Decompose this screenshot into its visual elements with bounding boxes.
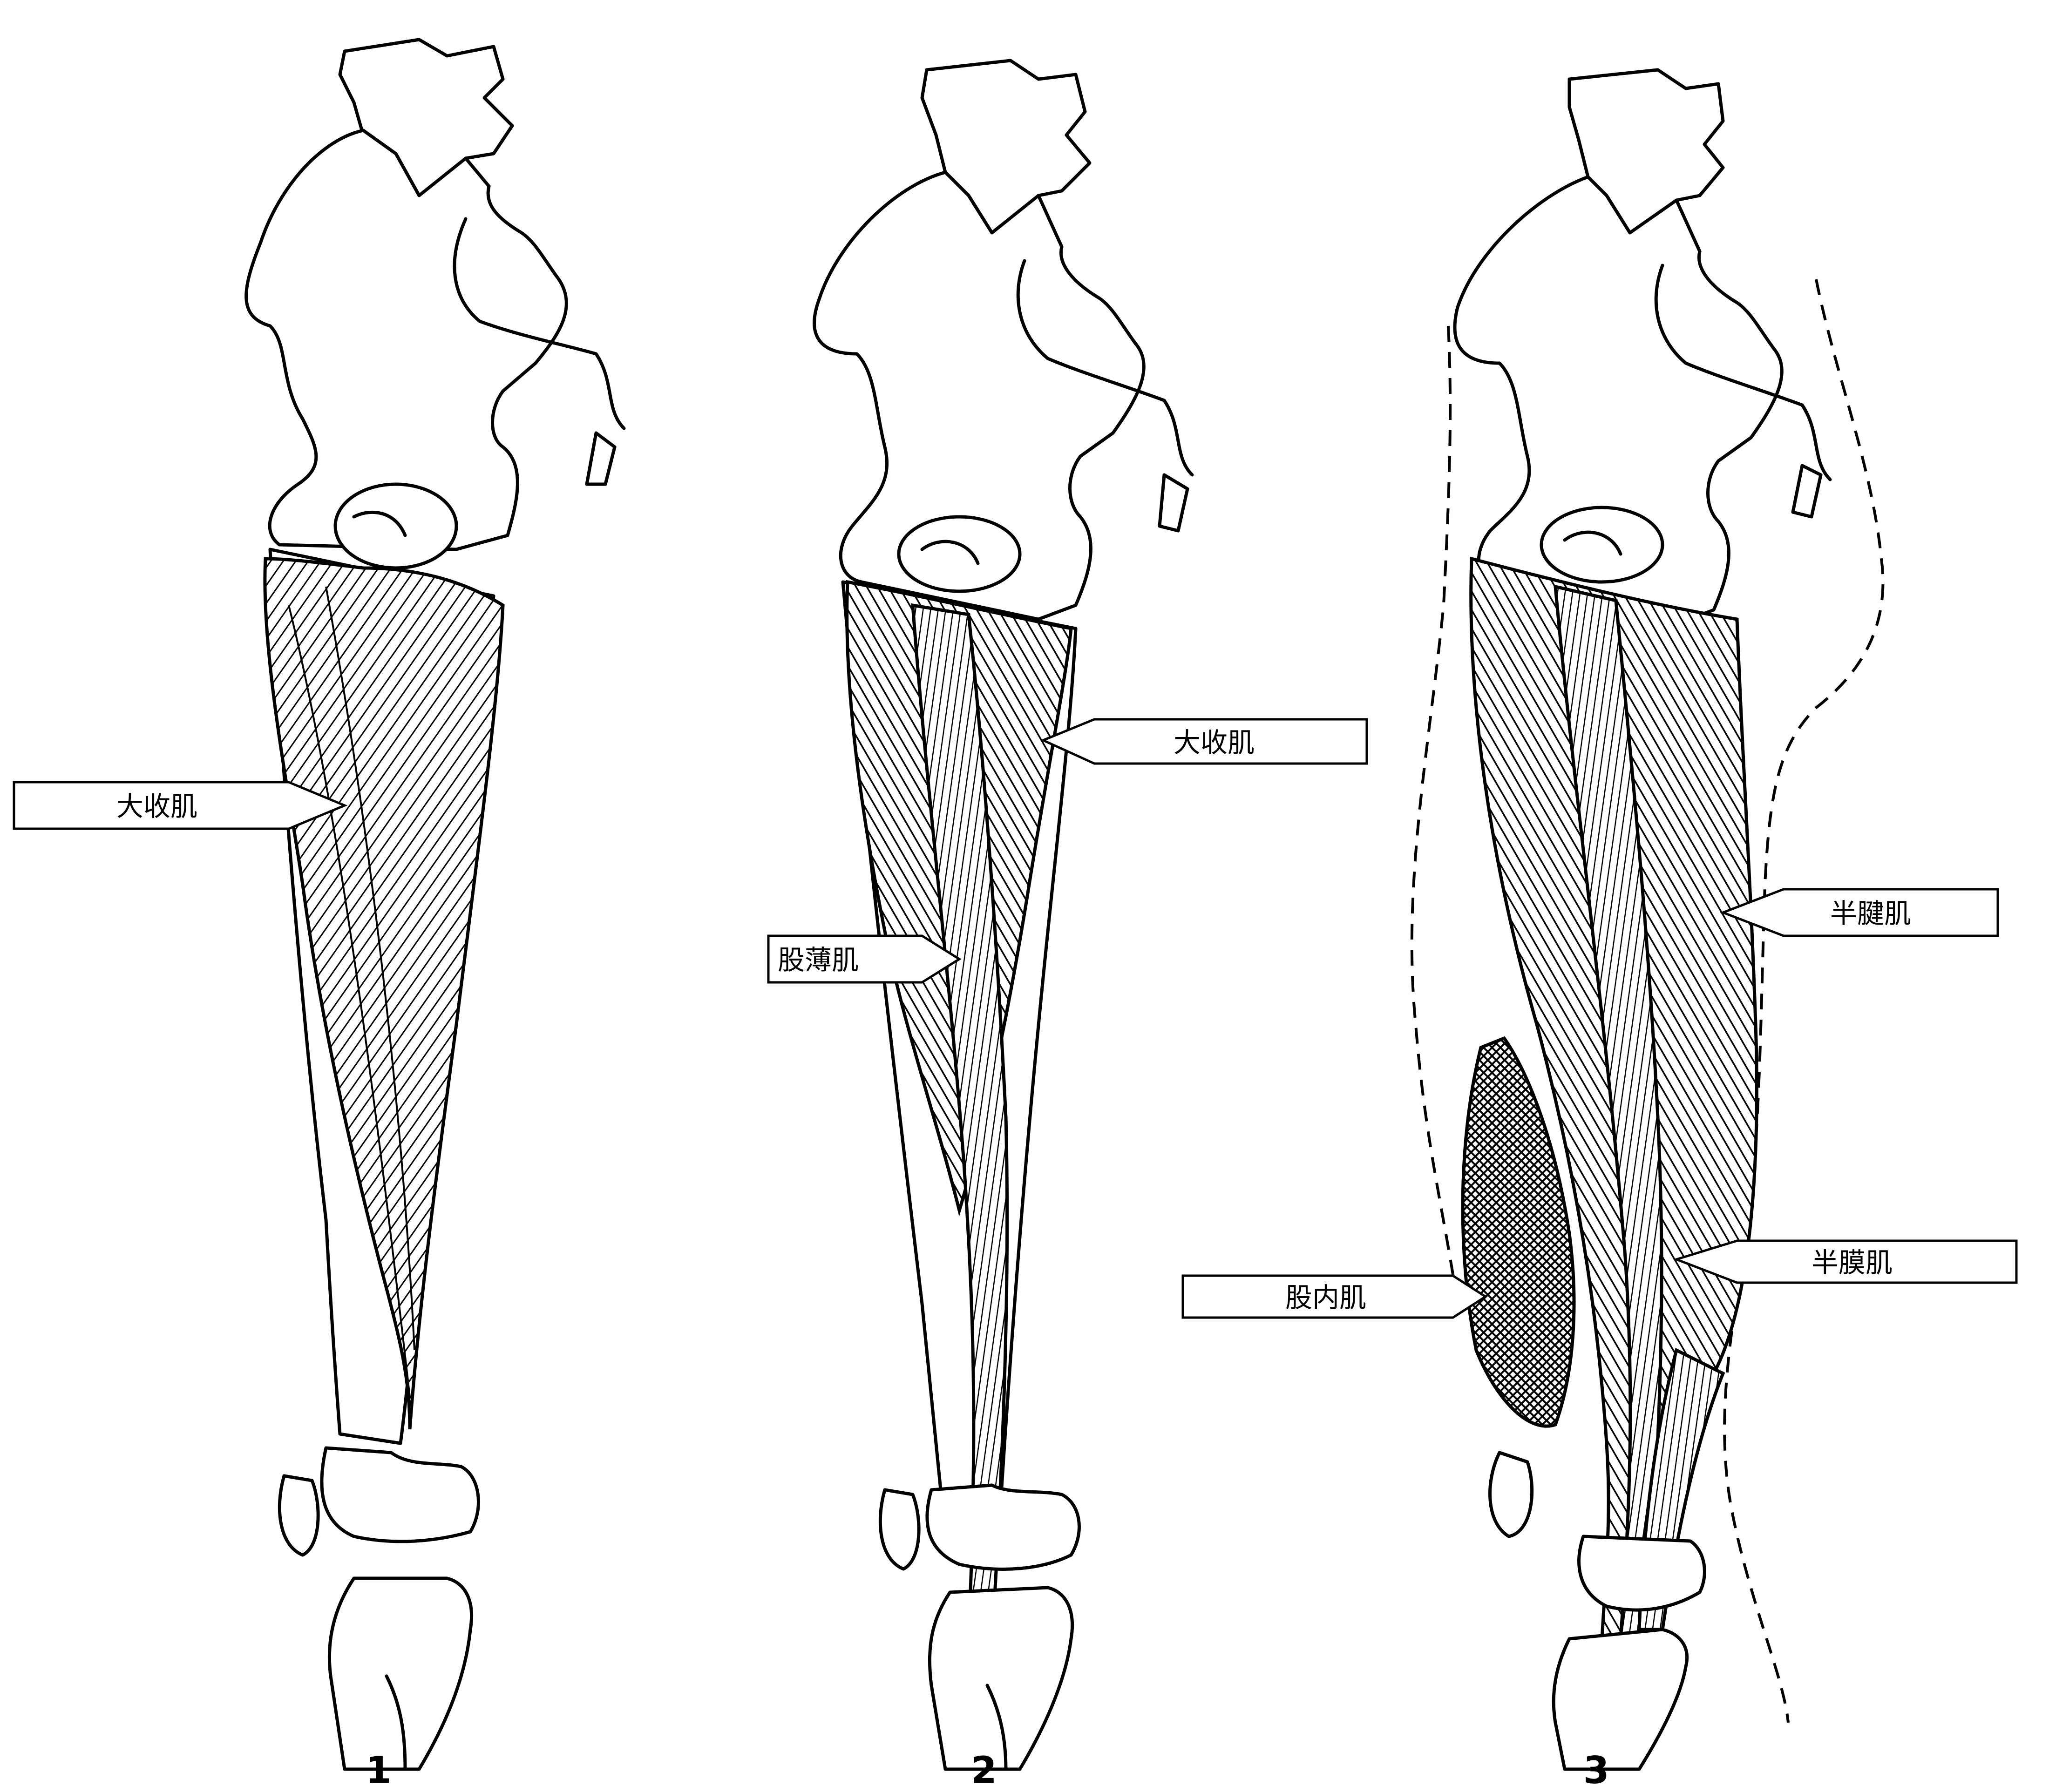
patella — [1490, 1453, 1532, 1536]
callout-semimembranosus: 半膜肌 — [1676, 1241, 2016, 1283]
callout-gracilis: 股薄肌 — [768, 936, 959, 982]
figure-number-3: 3 — [1583, 1749, 1609, 1792]
body-outline-back — [1412, 326, 1458, 1304]
tibia — [930, 1588, 1072, 1769]
tibia — [1554, 1630, 1687, 1769]
label-gracilis: 股薄肌 — [778, 944, 859, 976]
figure-2: 大收肌 股薄肌 2 — [768, 61, 1367, 1792]
figure-3: 半腱肌 股内肌 半膜肌 3 — [1183, 70, 2016, 1792]
hip-socket — [899, 517, 1020, 591]
label-vastus-medialis: 股内肌 — [1285, 1282, 1366, 1313]
label-adductor-magnus: 大收肌 — [116, 791, 197, 822]
figure-number-1: 1 — [366, 1749, 392, 1792]
label-adductor-magnus: 大收肌 — [1174, 727, 1255, 758]
label-semitendinosus: 半腱肌 — [1830, 898, 1911, 929]
callout-semitendinosus: 半腱肌 — [1723, 889, 1998, 936]
patella — [279, 1476, 318, 1555]
callout-adductor-magnus-2: 大收肌 — [1043, 719, 1367, 764]
figure-number-2: 2 — [971, 1749, 997, 1792]
femur-condyle — [927, 1485, 1079, 1569]
hip-socket — [1541, 507, 1662, 582]
label-semimembranosus: 半膜肌 — [1812, 1247, 1893, 1278]
femur-condyle — [1579, 1536, 1705, 1610]
tibia — [329, 1578, 471, 1769]
coccyx — [1160, 475, 1187, 531]
patella — [880, 1490, 919, 1569]
callout-adductor-magnus-1: 大收肌 — [14, 782, 345, 829]
callout-vastus-medialis: 股内肌 — [1183, 1276, 1486, 1318]
coccyx — [1793, 466, 1821, 517]
femur-condyle — [322, 1448, 479, 1542]
figure-1: 大收肌 1 — [14, 40, 624, 1792]
hip-socket — [335, 484, 456, 568]
coccyx — [587, 433, 615, 484]
